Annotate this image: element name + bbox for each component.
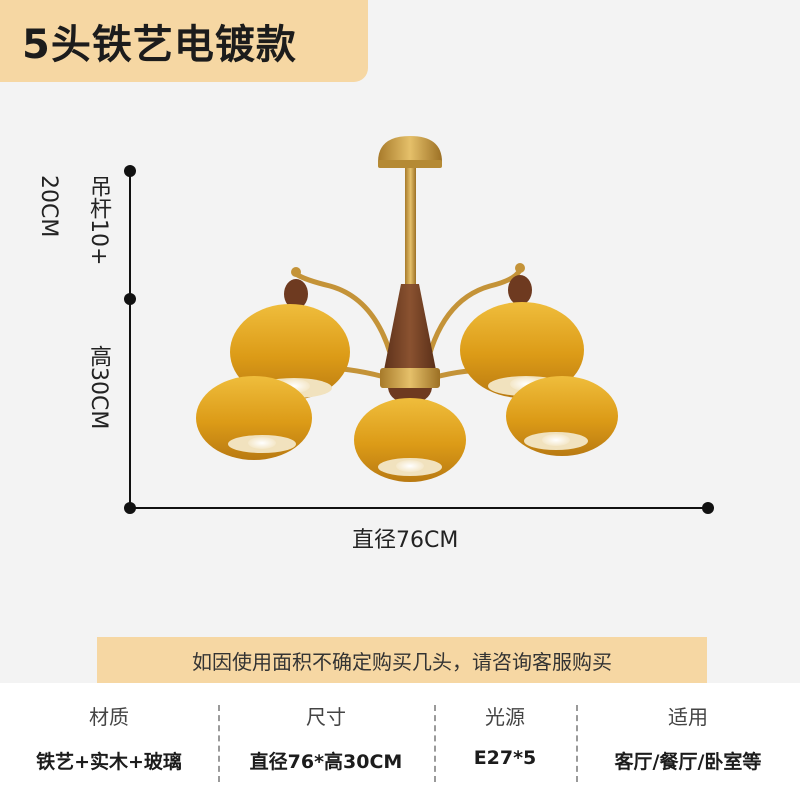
spec-table: 材质 铁艺+实木+玻璃 尺寸 直径76*高30CM 光源 E27*5 适用 客厅… xyxy=(0,683,800,800)
canopy xyxy=(378,136,442,286)
finial-left xyxy=(284,279,308,309)
spec-value: 客厅/餐厅/卧室等 xyxy=(614,751,762,773)
finial-right xyxy=(508,275,532,305)
spec-value: 直径76*高30CM xyxy=(249,751,403,773)
spec-material: 材质 铁艺+实木+玻璃 xyxy=(0,683,218,800)
spec-header: 尺寸 xyxy=(306,705,346,729)
rod-length-unit: 20CM xyxy=(36,175,61,238)
spec-light-source: 光源 E27*5 xyxy=(434,683,576,800)
spec-value: E27*5 xyxy=(473,747,537,769)
spec-header: 光源 xyxy=(485,705,525,729)
dimension-lines xyxy=(124,165,714,514)
rod-length-label: 吊杆10+ xyxy=(86,175,111,266)
shade-lower-right xyxy=(506,376,618,456)
spec-value: 铁艺+实木+玻璃 xyxy=(36,751,182,773)
diameter-label: 直径76CM xyxy=(352,528,459,553)
spec-header: 适用 xyxy=(668,705,708,729)
spec-header: 材质 xyxy=(89,705,129,729)
title-badge: 5头铁艺电镀款 xyxy=(0,0,368,82)
shade-center xyxy=(354,398,466,482)
spec-size: 尺寸 直径76*高30CM xyxy=(218,683,434,800)
notice-text: 如因使用面积不确定购买几头，请咨询客服购买 xyxy=(192,649,612,674)
height-label: 高30CM xyxy=(86,345,111,430)
spec-usage: 适用 客厅/餐厅/卧室等 xyxy=(576,683,800,800)
notice-banner: 如因使用面积不确定购买几头，请咨询客服购买 xyxy=(97,637,707,683)
product-title: 5头铁艺电镀款 xyxy=(22,22,297,68)
shade-lower-left xyxy=(196,376,312,460)
